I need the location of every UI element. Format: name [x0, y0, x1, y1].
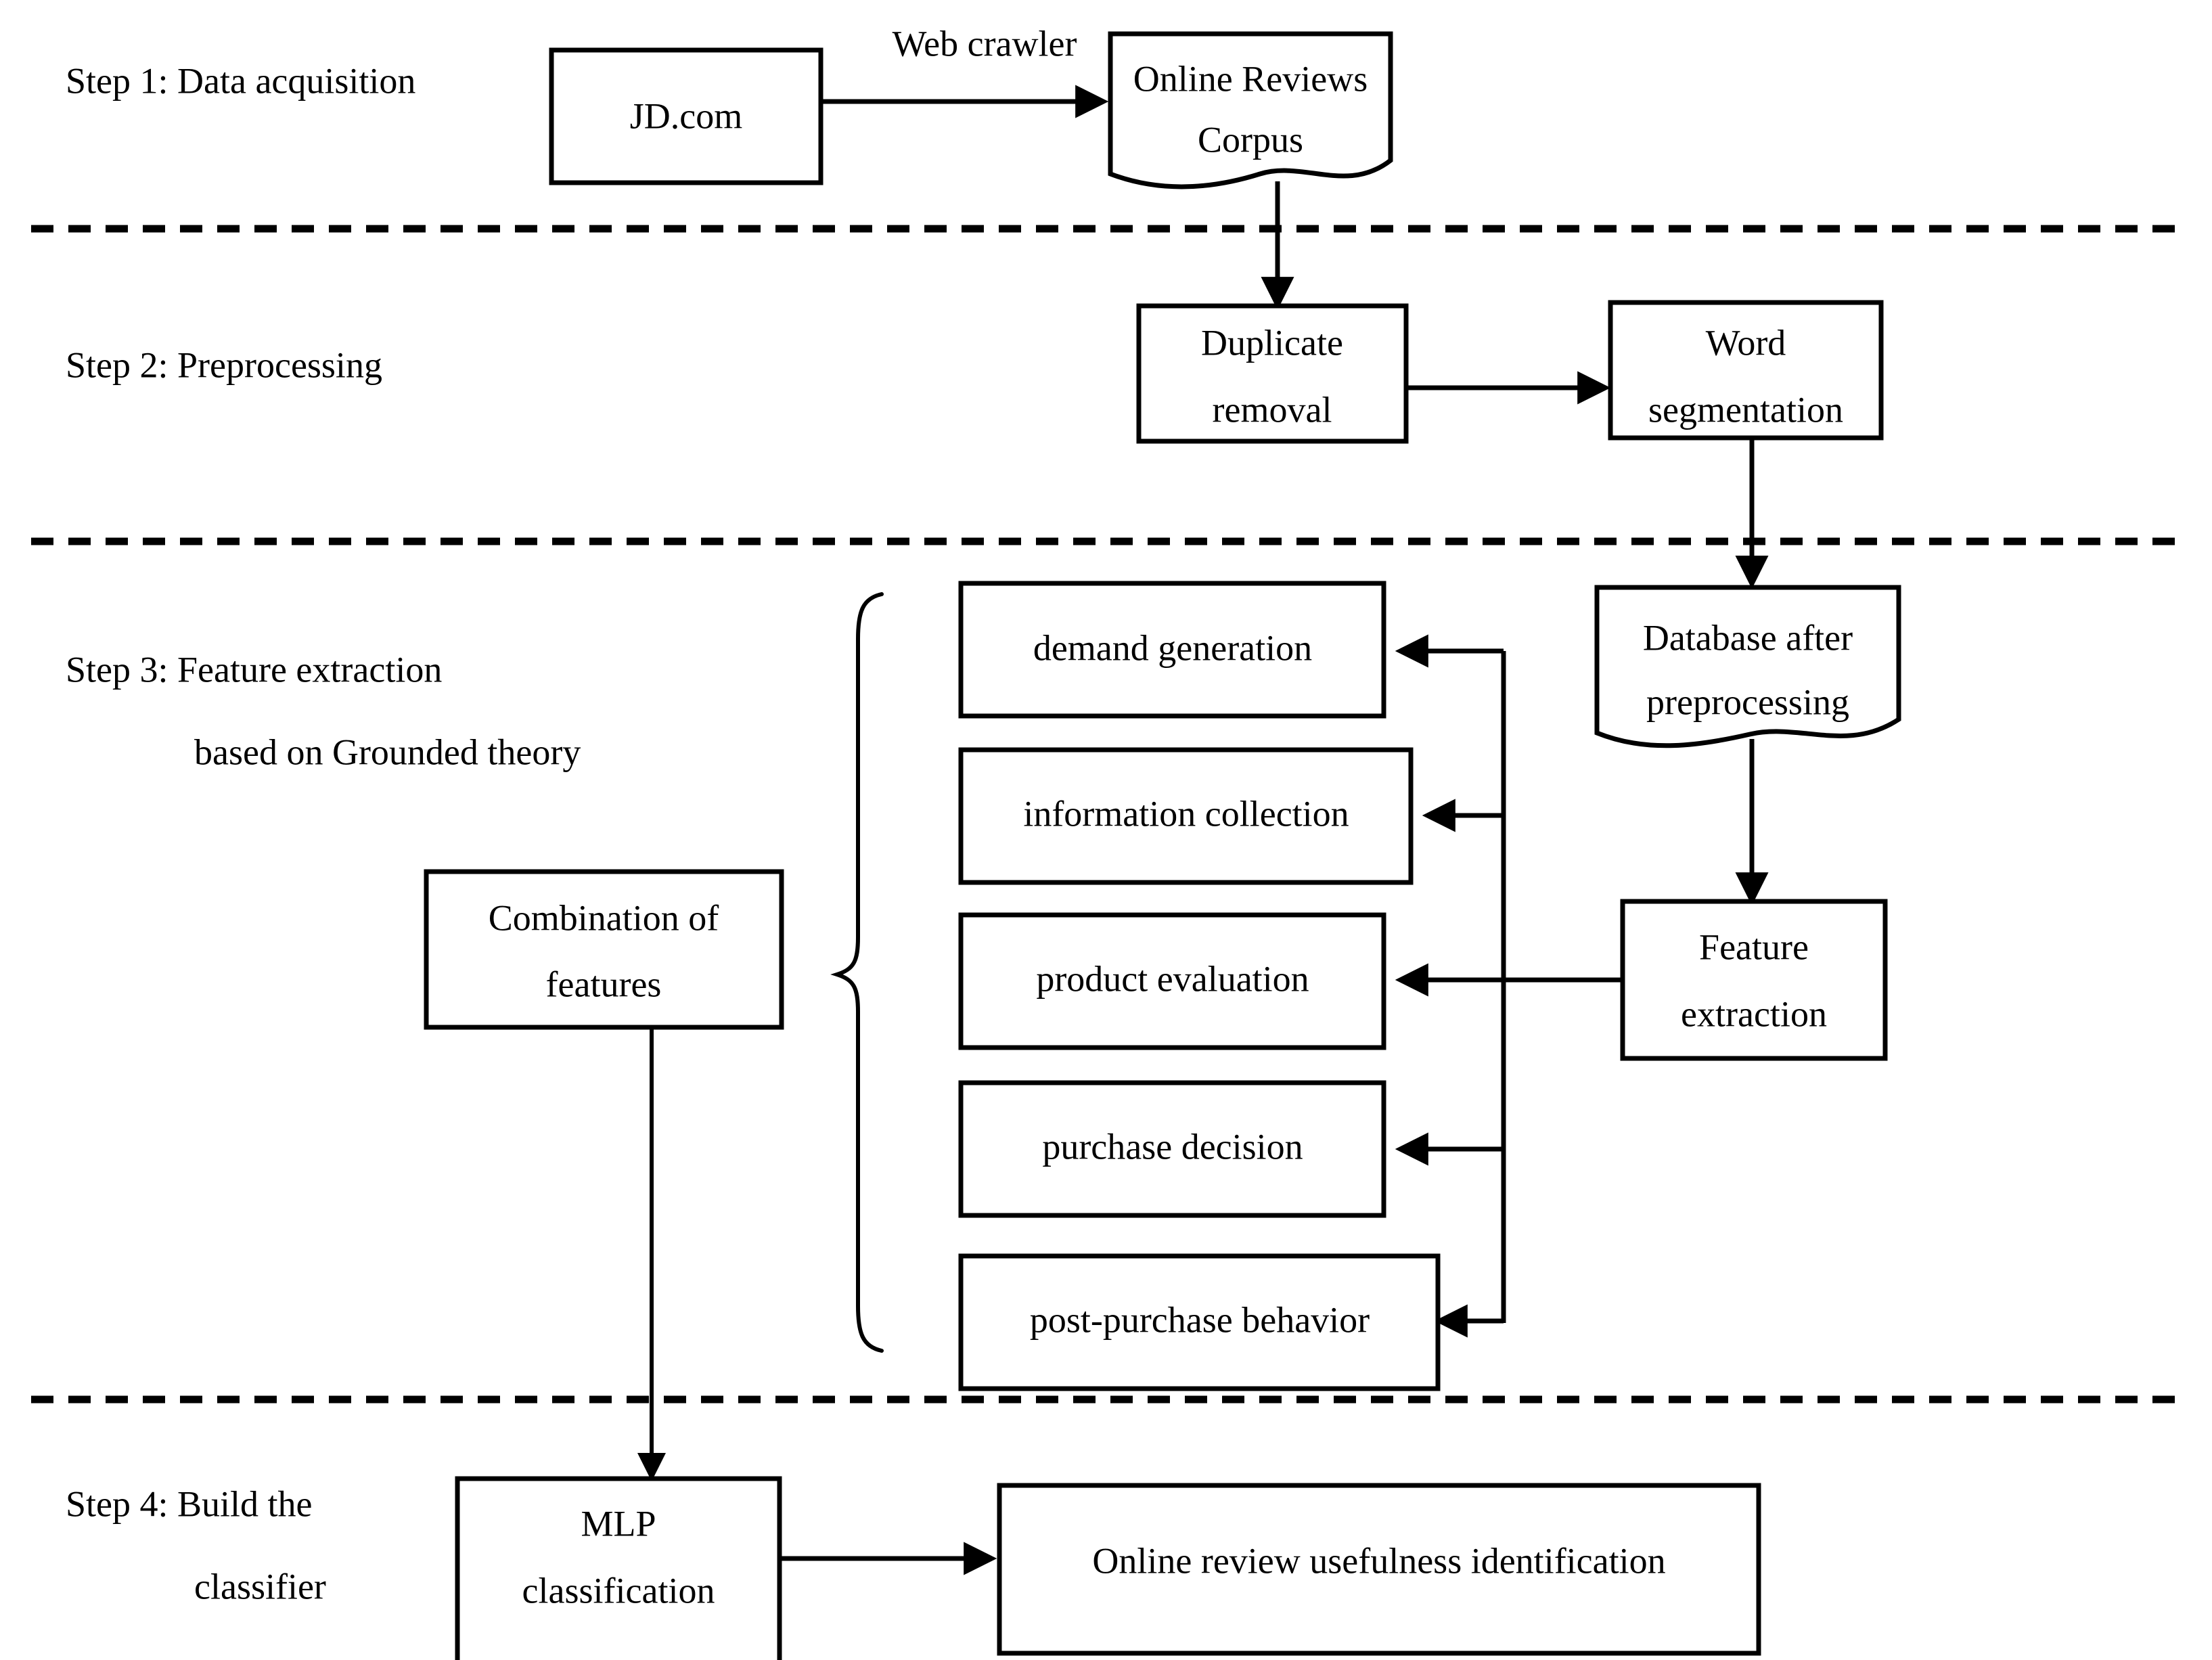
feature-group-brace [830, 592, 884, 1353]
node-featureext-label-line1: Feature [1699, 926, 1809, 967]
node-duplicate-label-line1: Duplicate [1201, 322, 1343, 363]
step-label-3-line2: based on Grounded theory [194, 732, 581, 772]
feature-box-information-collection[interactable] [958, 747, 1414, 885]
node-jd-com-label: JD.com [630, 95, 742, 136]
feature-box-demand-generation[interactable] [958, 581, 1386, 719]
node-result-label: Online review usefulness identification [1092, 1540, 1665, 1581]
node-feature-extraction[interactable] [1620, 899, 1888, 1061]
node-database-label-line2: preprocessing [1646, 681, 1849, 722]
feature-label-purchase-decision: purchase decision [1042, 1126, 1303, 1167]
node-result[interactable] [997, 1483, 1761, 1656]
node-duplicate-label-line2: removal [1213, 389, 1332, 430]
node-combination-label-line1: Combination of [489, 897, 719, 938]
step-label-4-line2: classifier [194, 1566, 326, 1607]
node-combination-of-features[interactable] [424, 869, 784, 1030]
node-mlp-classification[interactable] [455, 1476, 782, 1660]
node-combination-label-line2: features [546, 964, 662, 1004]
node-wordseg-label-line1: Word [1706, 322, 1786, 363]
node-mlp-label-line1: MLP [581, 1503, 656, 1544]
node-featureext-label-line2: extraction [1681, 993, 1827, 1034]
step-label-4-line1: Step 4: Build the [66, 1483, 313, 1524]
node-online-reviews-corpus[interactable] [1108, 31, 1393, 189]
feature-box-post-purchase-behavior[interactable] [958, 1253, 1441, 1391]
feature-box-product-evaluation[interactable] [958, 912, 1386, 1050]
feature-box-purchase-decision[interactable] [958, 1080, 1386, 1218]
edge-label-web-crawler: Web crawler [893, 23, 1077, 64]
node-wordseg-label-line2: segmentation [1648, 389, 1843, 430]
node-corpus-label-line2: Corpus [1198, 119, 1303, 160]
step-label-3-line1: Step 3: Feature extraction [66, 649, 442, 690]
node-database-label-line1: Database after [1643, 617, 1853, 658]
feature-label-product-evaluation: product evaluation [1036, 958, 1309, 999]
node-duplicate-removal[interactable] [1136, 303, 1409, 444]
node-jd-com[interactable] [549, 47, 823, 185]
feature-label-information-collection: information collection [1023, 793, 1349, 834]
feature-label-post-purchase-behavior: post-purchase behavior [1030, 1299, 1370, 1340]
feature-label-demand-generation: demand generation [1033, 627, 1312, 668]
node-word-segmentation[interactable] [1608, 300, 1884, 441]
step-label-1: Step 1: Data acquisition [66, 60, 415, 101]
step-label-2: Step 2: Preprocessing [66, 344, 382, 385]
node-mlp-label-line2: classification [522, 1570, 715, 1611]
node-corpus-label-line1: Online Reviews [1133, 58, 1368, 99]
node-database-after-preprocessing[interactable] [1594, 585, 1901, 748]
